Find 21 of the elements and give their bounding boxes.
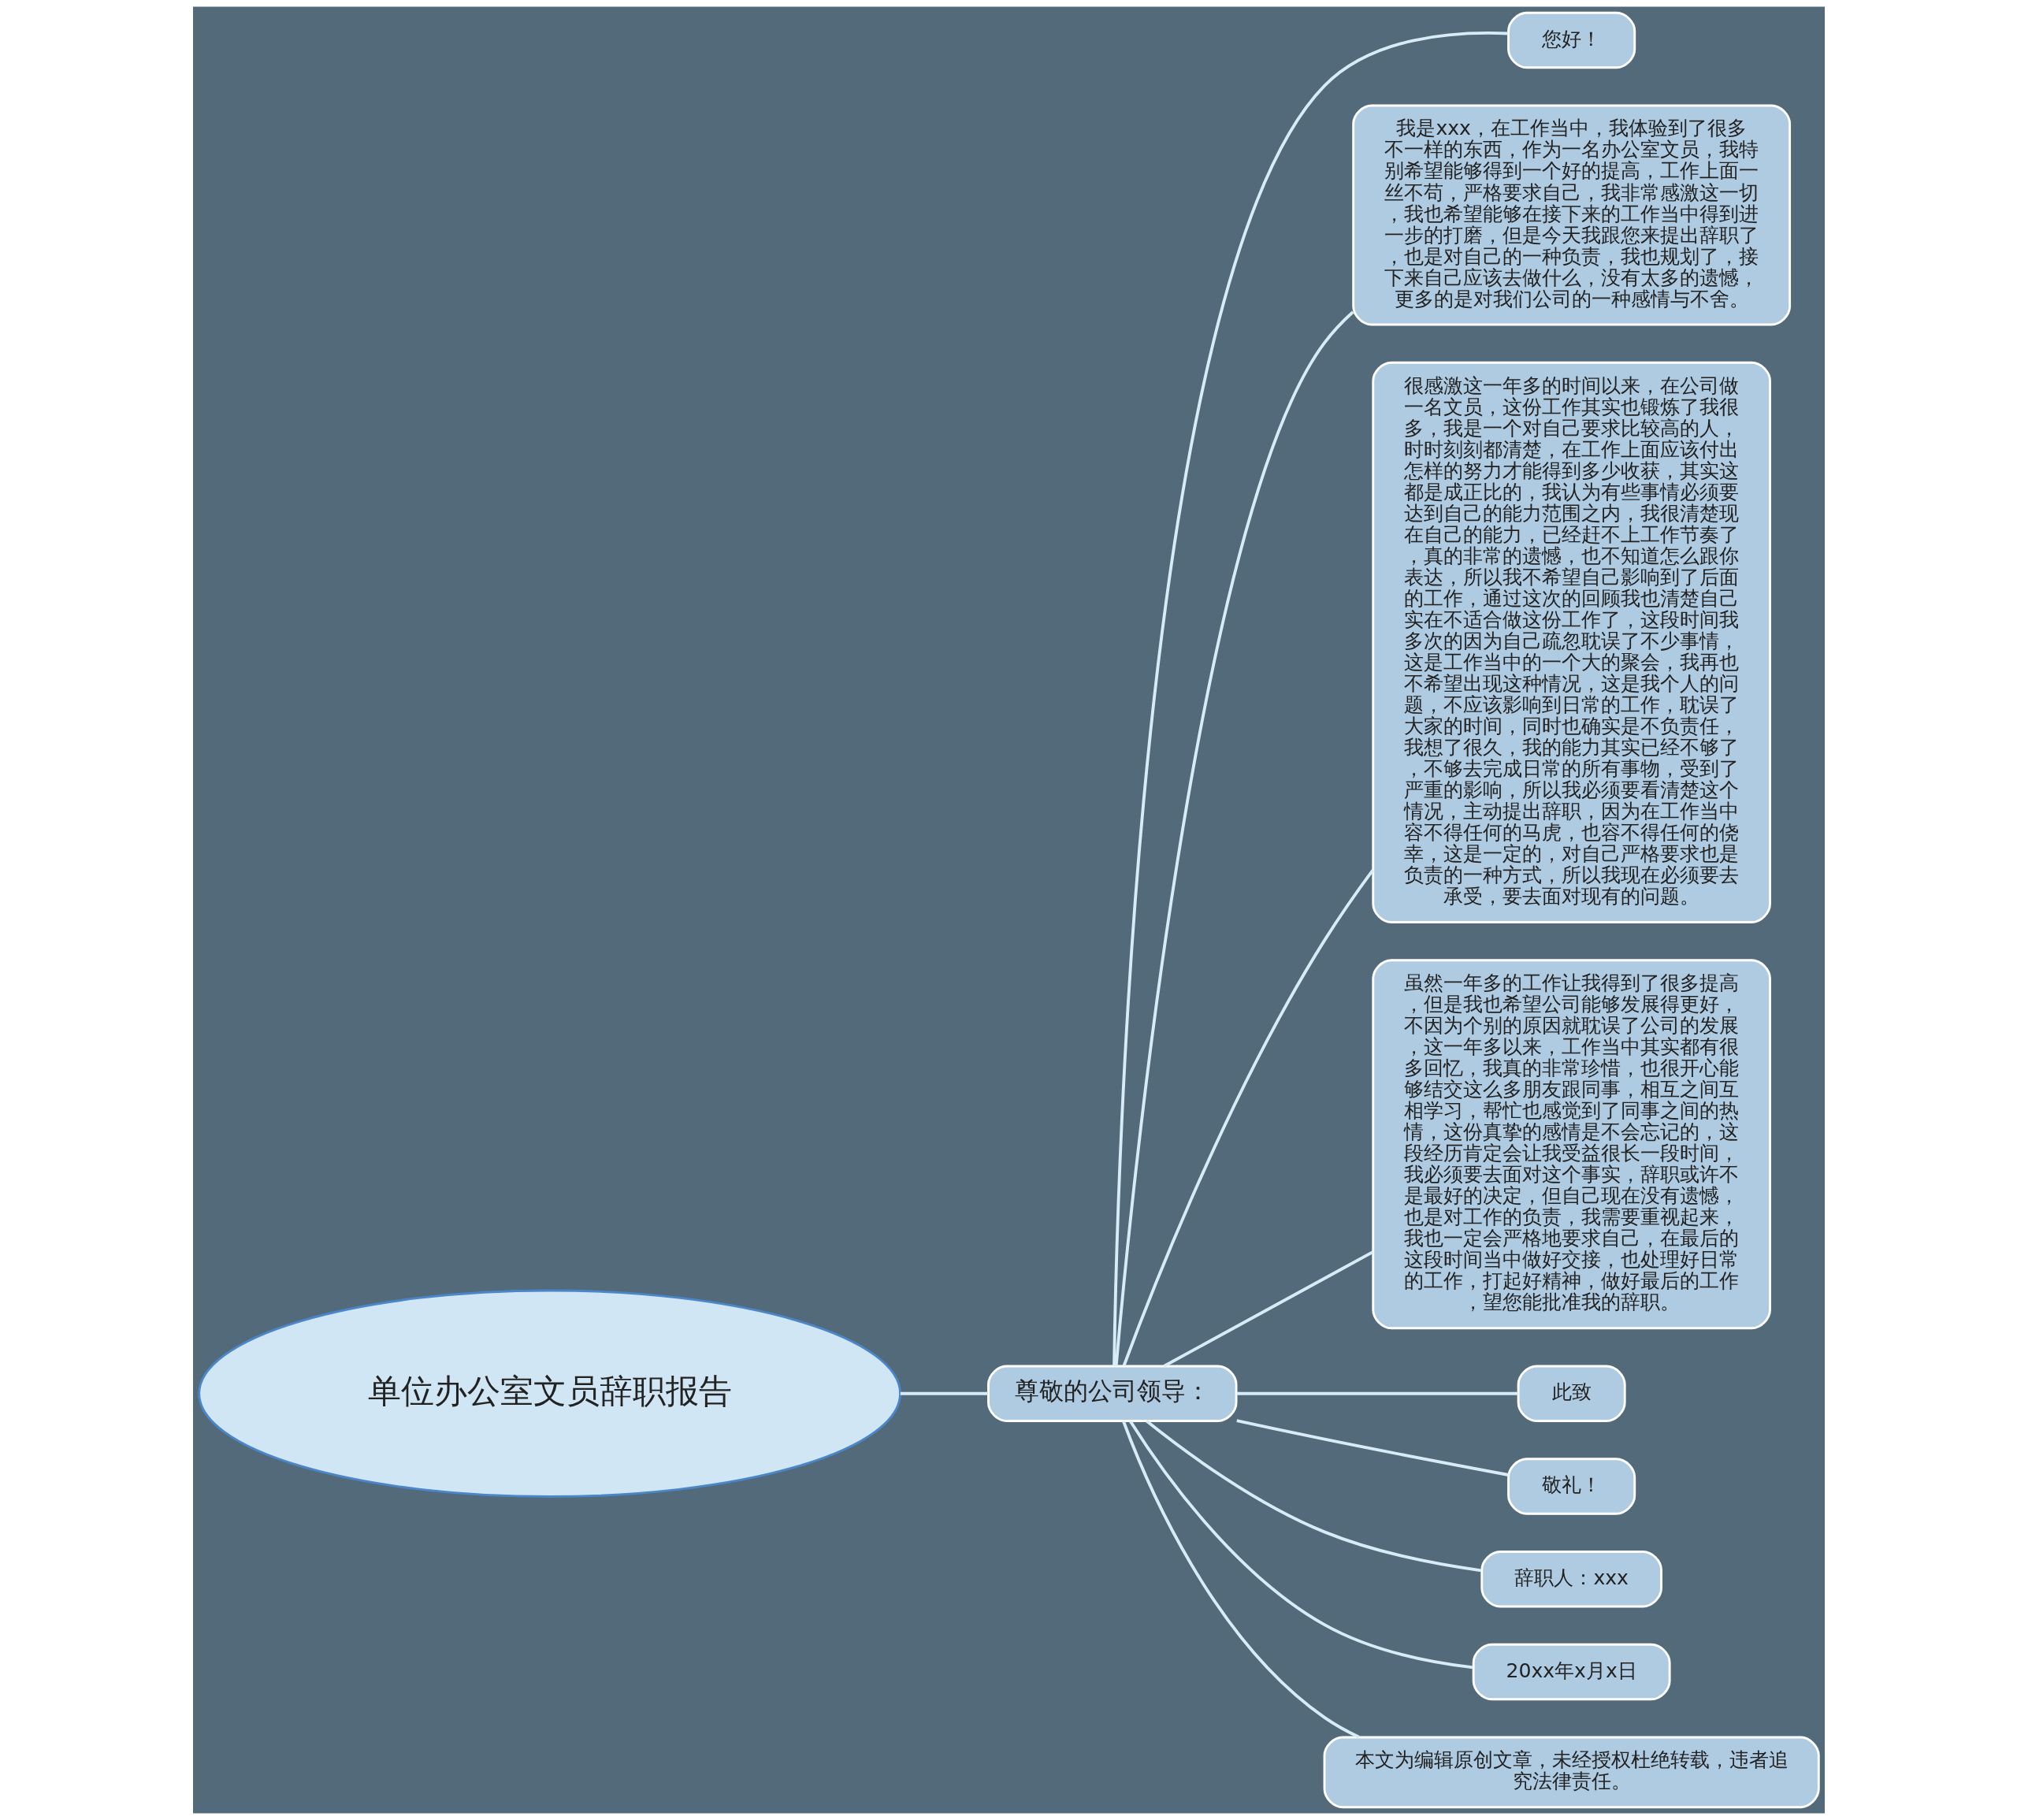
connector [1128, 1420, 1473, 1670]
connector [1235, 1419, 1509, 1476]
node-box: 20xx年x月x日 [1472, 1643, 1671, 1701]
node-box: 您好！ [1506, 11, 1636, 69]
connector [1121, 1421, 1360, 1739]
node-box: 很感激这一年多的时间以来，在公司做一名文员，这份工作其实也锻炼了我很多，我是一个对自己要求比较高的人，时时刻刻都清楚，在工作上面应该付出怎样的努力才能得到多少收获，其实这都是成正比的，我认为有些事情必须要达到自己的能力范围之内，我很清楚现在自己的能力，已经赶不上工作节奏了，真的非常的遗憾，也不知道怎么跟你表达，所以我不希望自己影响到了后面的工作，通过这次的回顾我也清楚自己实在不适合做这份工作了，这段时间我多次的因为自己疏忽耽误了不少事情，这是工作当中的一个大的聚会，我再也不希望出现这种情况，这是我个人的问题，不应该影响到日常的工作，耽误了大家的时间，同时也确实是不负责任，我想了很久，我的能力其实已经不够了，不够去完成日常的所有事物，受到了严重的影响，所以我必须要看清楚这个情况，主动提出辞职，因为在工作当中容不得任何的马虎，也容不得任何的侥幸，这是一定的，对自己严格要求也是负责的一种方式，所以我现在必须要去承受，要去面对现有的问题。 [1371, 361, 1771, 923]
connector [1162, 1250, 1374, 1368]
connector [1236, 1391, 1518, 1395]
node-box: 本文为编辑原创文章，未经授权杜绝转载，违者追究法律责任。 [1323, 1736, 1820, 1809]
node-box: 敬礼！ [1506, 1458, 1636, 1515]
node-box: 我是xxx，在工作当中，我体验到了很多不一样的东西，作为一名办公室文员，我特别希望能够得到一个好的提高，工作上面一丝不苟，严格要求自己，我非常感激这一切，我也希望能够在接下来的工作当中得到进一步的打磨，但是今天我跟您来提出辞职了，也是对自己的一种负责，我也规划了，接下来自己应该去做什么，没有太多的遗憾，更多的是对我们公司的一种感情与不舍。 [1351, 104, 1791, 326]
node-box: 虽然一年多的工作让我得到了很多提高，但是我也希望公司能够发展得更好，不因为个别的原因就耽误了公司的发展，这一年多以来，工作当中其实都有很多回忆，我真的非常珍惜，也很开心能够结交这么多朋友跟同事，相互之间互相学习，帮忙也感觉到了同事之间的热情，这份真挚的感情是不会忘记的，这段经历肯定会让我受益很长一段时间，我必须要去面对这个事实，辞职或许不是最好的决定，但自己现在没有遗憾，也是对工作的负责，我需要重视起来，我也一定会严格地要求自己，在最后的这段时间当中做好交接，也处理好日常的工作，打起好精神，做好最后的工作，望您能批准我的辞职。 [1371, 959, 1771, 1330]
connector [1112, 32, 1508, 1366]
node-ellipse: 单位办公室文员辞职报告 [197, 1289, 901, 1498]
connector [1145, 1420, 1481, 1573]
node-box: 辞职人：xxx [1480, 1551, 1662, 1608]
node-box: 尊敬的公司领导： [986, 1365, 1237, 1422]
node-box: 此致 [1517, 1365, 1626, 1422]
connector [1114, 310, 1354, 1367]
connector [1122, 868, 1374, 1367]
connector [900, 1391, 988, 1395]
